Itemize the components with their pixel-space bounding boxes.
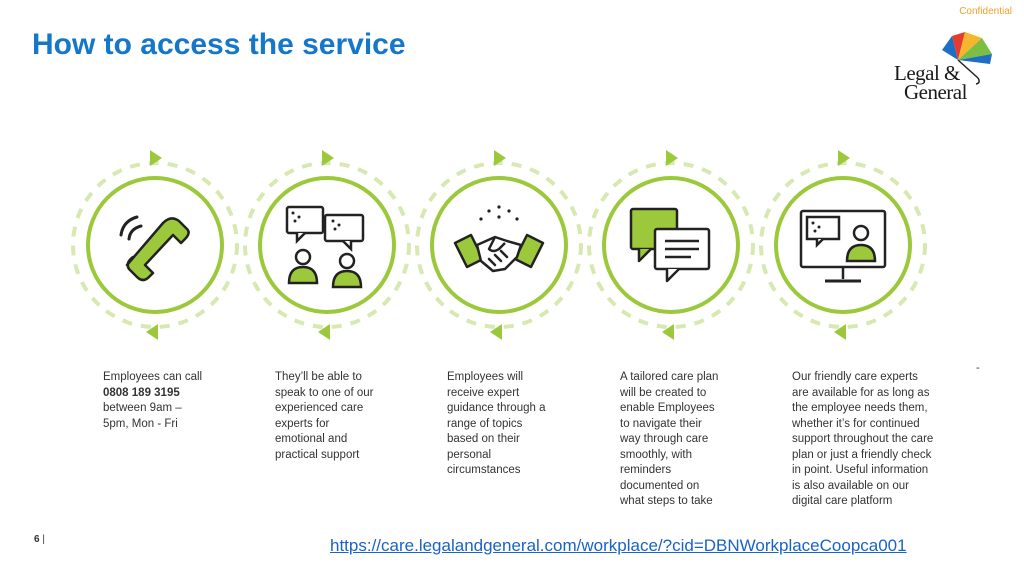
stray-mark: -: [976, 362, 980, 374]
step-4-description: A tailored care plan will be created to …: [620, 371, 719, 507]
process-steps: [60, 140, 960, 350]
logo-line-2: General: [904, 80, 967, 104]
step-2-circle: [232, 140, 422, 350]
chat-bubbles-icon: [629, 207, 711, 283]
step-1-text-before: Employees can call: [103, 371, 203, 383]
page-number-value: 6: [34, 534, 40, 545]
page-title: How to access the service: [32, 28, 406, 61]
logo-line-1: Legal &: [894, 61, 960, 85]
umbrella-logo-icon: [942, 32, 992, 85]
step-1-description: Employees can call 0808 189 3195 between…: [103, 370, 268, 432]
step-1-text-after: between 9am – 5pm, Mon - Fri: [103, 402, 182, 430]
step-1-circle: [60, 140, 250, 350]
step-3-description: Employees will receive expert guidance t…: [447, 371, 546, 476]
step-4-circle: [576, 140, 766, 350]
conversation-icon: [285, 205, 365, 289]
step-5-description: Our friendly care experts are available …: [792, 371, 934, 507]
phone-icon: [119, 215, 190, 282]
step-5-circle: [748, 140, 938, 350]
step-2-description: They’ll be able to speak to one of our e…: [275, 371, 374, 461]
video-call-icon: [799, 209, 887, 283]
handshake-icon: [453, 205, 545, 273]
page-separator: |: [42, 534, 45, 545]
step-3-circle: [404, 140, 594, 350]
service-link[interactable]: https://care.legalandgeneral.com/workpla…: [330, 536, 907, 555]
logo-wordmark: Legal & General: [894, 61, 994, 104]
confidential-label: Confidential: [959, 6, 1012, 17]
page-number: 6 |: [34, 534, 45, 545]
phone-number: 0808 189 3195: [103, 386, 180, 399]
